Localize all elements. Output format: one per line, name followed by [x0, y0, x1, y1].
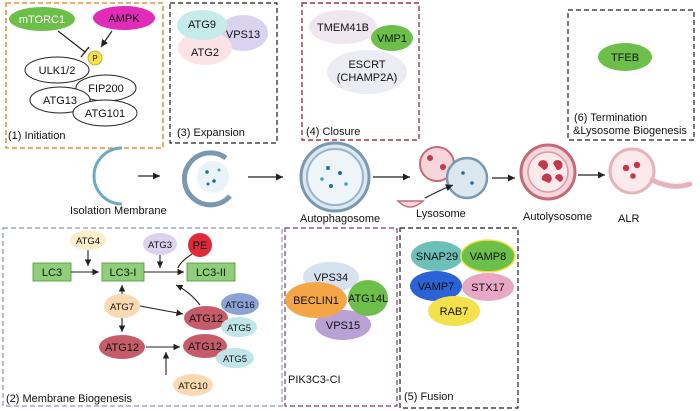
- ulk-node: [24, 56, 90, 84]
- fip200-label: FIP200: [88, 83, 123, 95]
- escrt-node: [327, 50, 407, 94]
- vps15-label: VPS15: [326, 320, 360, 332]
- atg12-label-a: ATG12: [105, 342, 139, 354]
- alr-label: ALR: [618, 213, 639, 225]
- vps13-label: VPS13: [226, 29, 260, 41]
- initiation-title: (1) Initiation: [8, 130, 65, 142]
- expansion-title: (3) Expansion: [177, 127, 245, 139]
- atg101-node: [72, 99, 138, 127]
- atg14l-node: [348, 280, 388, 316]
- vamp8-label: VAMP8: [470, 251, 506, 263]
- escrt-label-line1: ESCRT: [348, 59, 385, 71]
- atg5-label-d: ATG5: [223, 354, 247, 365]
- lysosome-label: Lysosome: [416, 208, 466, 220]
- ampk-node: [93, 6, 155, 30]
- vamp7-node: [410, 271, 462, 301]
- membrane-biogenesis-panel: ATG4 LC3 LC3-I ATG3 PE LC3-II ATG7 ATG12…: [2, 227, 283, 407]
- atg12-node-c: [183, 334, 227, 358]
- atg3-label: ATG3: [148, 240, 172, 251]
- tfeb-node: [598, 43, 652, 71]
- atg5-node-b: [221, 317, 257, 337]
- atg12-node-b: [184, 306, 228, 330]
- beclin1-node: [285, 282, 347, 318]
- atg101-label: ATG101: [85, 108, 125, 120]
- ampk-label: AMPK: [108, 13, 140, 25]
- lysosome-fusion-shape: [396, 146, 489, 208]
- isolation-membrane-shape: [92, 146, 123, 206]
- vamp8-node: [460, 239, 516, 273]
- pe-label: PE: [193, 240, 208, 252]
- atg7-label: ATG7: [110, 302, 134, 313]
- alr-shape: [608, 147, 693, 195]
- membrane-biogenesis-title: (2) Membrane Biogenesis: [6, 393, 132, 405]
- closure-title: (4) Closure: [306, 126, 360, 138]
- termination-panel: TFEB (6) Termination &Lysosome Biogenesi…: [567, 9, 695, 141]
- atg14l-label: ATG14L: [348, 293, 388, 305]
- vps13-node: [218, 15, 268, 51]
- lc3-label: LC3: [42, 267, 62, 279]
- snap29-label: SNAP29: [416, 251, 458, 263]
- vmp1-label: VMP1: [377, 33, 407, 45]
- rab7-label: RAB7: [440, 306, 469, 318]
- ulk-label: ULK1/2: [39, 65, 76, 77]
- atg16-label: ATG16: [225, 300, 254, 311]
- pik3c3-title: PIK3C3-CI: [288, 374, 341, 386]
- mtorc1-label: mTORC1: [19, 14, 65, 26]
- vps34-label: VPS34: [314, 272, 348, 284]
- autophagosome-label: Autophagosome: [300, 213, 380, 225]
- termination-title-line2: &Lysosome Biogenesis: [573, 125, 687, 137]
- rab7-node: [428, 296, 480, 326]
- atg9-label: ATG9: [188, 19, 216, 31]
- atg12-label-b: ATG12: [189, 313, 223, 325]
- atg7-node: [104, 294, 140, 318]
- expansion-panel: VPS13 ATG2 ATG9 (3) Expansion: [169, 2, 278, 144]
- atg12-label-c: ATG12: [188, 341, 222, 353]
- atg4-label: ATG4: [76, 236, 100, 247]
- atg5-label-b: ATG5: [227, 323, 251, 334]
- tmem41b-node: [309, 10, 377, 44]
- tfeb-label: TFEB: [611, 52, 639, 64]
- lc3ii-node: [186, 262, 236, 282]
- phosphate-label: P: [92, 54, 97, 63]
- atg3-node: [143, 233, 177, 255]
- autolysosome-shape: [519, 143, 577, 201]
- initiation-panel: mTORC1 AMPK P ULK1/2 FIP200 ATG13 ATG101…: [5, 2, 164, 149]
- snap29-node: [411, 241, 463, 271]
- atg9-node: [177, 10, 227, 40]
- atg2-label: ATG2: [191, 47, 219, 59]
- atg2-node: [178, 31, 232, 65]
- fusion-panel: SNAP29 VAMP8 VAMP7 STX17 RAB7 (5) Fusion: [399, 227, 519, 409]
- mtorc1-node: [9, 7, 75, 31]
- autolysosome-label: Autolysosome: [523, 211, 592, 223]
- closure-panel: TMEM41B VMP1 ESCRT (CHAMP2A) (4) Closure: [301, 2, 420, 141]
- phosphate-badge: [87, 50, 103, 66]
- vmp1-node: [371, 25, 413, 51]
- phagophore-shape: [181, 150, 232, 208]
- atg10-label: ATG10: [178, 381, 207, 392]
- isolation-membrane-label: Isolation Membrane: [70, 205, 167, 217]
- pik3c3-panel: VPS34 VPS15 ATG14L BECLIN1 PIK3C3-CI: [284, 227, 398, 407]
- beclin1-label: BECLIN1: [293, 295, 339, 307]
- atg4-node: [70, 230, 106, 250]
- escrt-label-line2: (CHAMP2A): [337, 72, 398, 84]
- stx17-label: STX17: [471, 282, 505, 294]
- vps15-node: [315, 310, 371, 340]
- fusion-title: (5) Fusion: [404, 391, 454, 403]
- atg5-node-d: [216, 348, 254, 368]
- pe-node: [188, 233, 212, 257]
- autophagosome-shape: [299, 141, 371, 213]
- stx17-node: [462, 273, 514, 301]
- lc3i-label: LC3-I: [110, 267, 137, 279]
- tmem41b-label: TMEM41B: [317, 22, 369, 34]
- atg12-node-a: [99, 335, 145, 359]
- pathway-row: Isolation Membrane Autophagosome: [70, 141, 693, 225]
- atg13-node: [29, 86, 91, 114]
- atg10-node: [173, 374, 213, 396]
- lc3ii-label: LC3-II: [196, 267, 226, 279]
- atg16-node: [221, 293, 259, 315]
- atg13-label: ATG13: [43, 95, 77, 107]
- termination-title-line1: (6) Termination: [574, 112, 647, 124]
- vamp7-label: VAMP7: [418, 281, 454, 293]
